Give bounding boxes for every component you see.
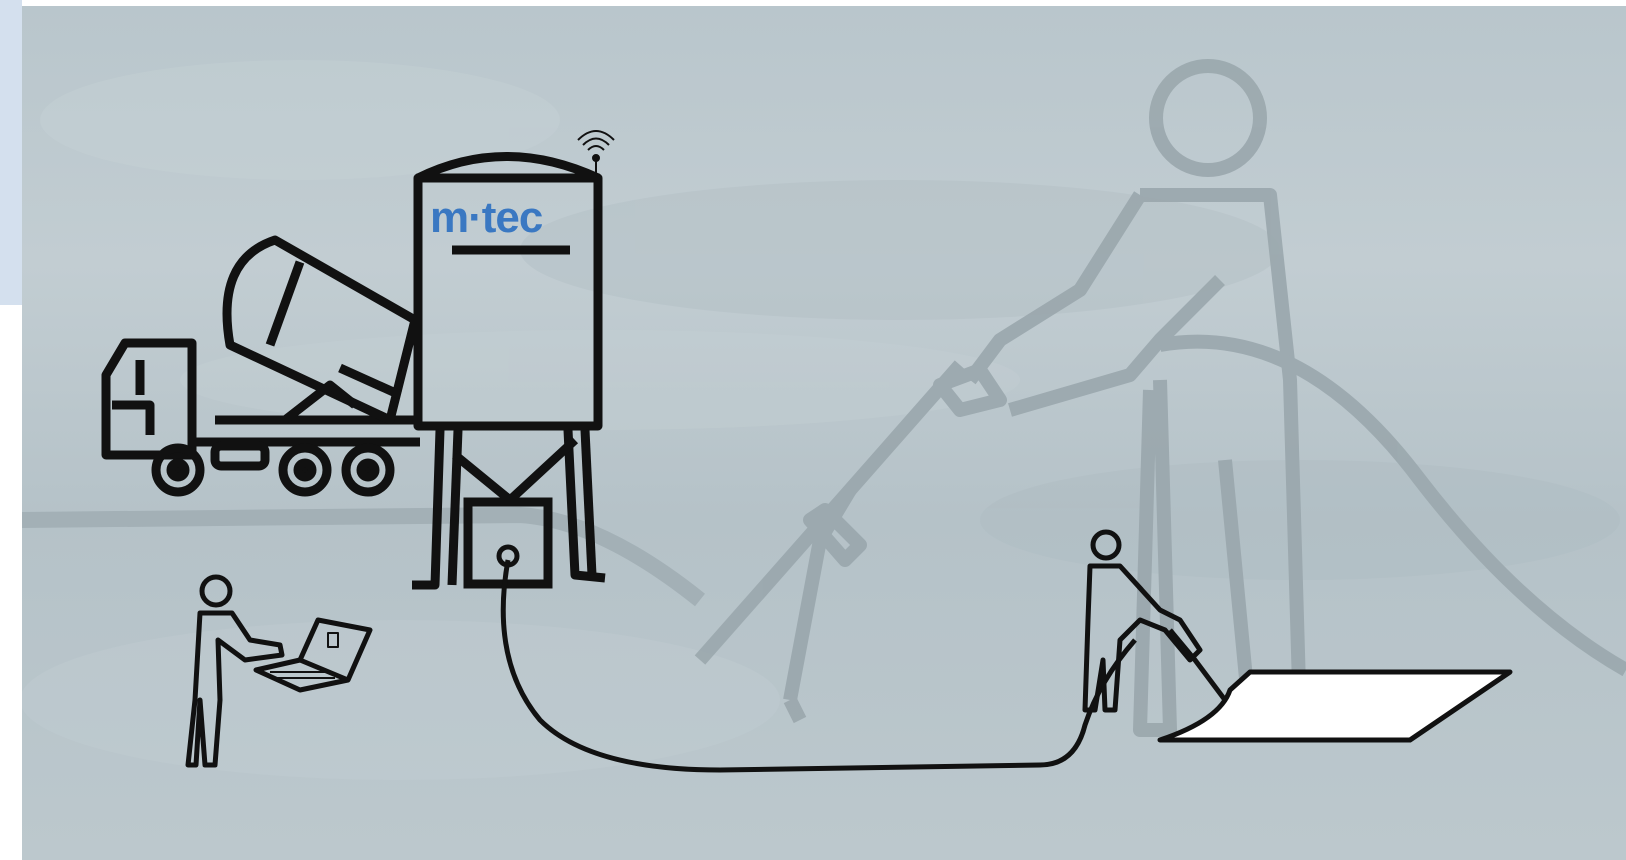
illustration-stage: m·tec bbox=[22, 6, 1626, 860]
brand-logo: m·tec bbox=[430, 193, 543, 242]
floor-line-icon bbox=[22, 515, 700, 600]
side-panel bbox=[0, 0, 22, 305]
